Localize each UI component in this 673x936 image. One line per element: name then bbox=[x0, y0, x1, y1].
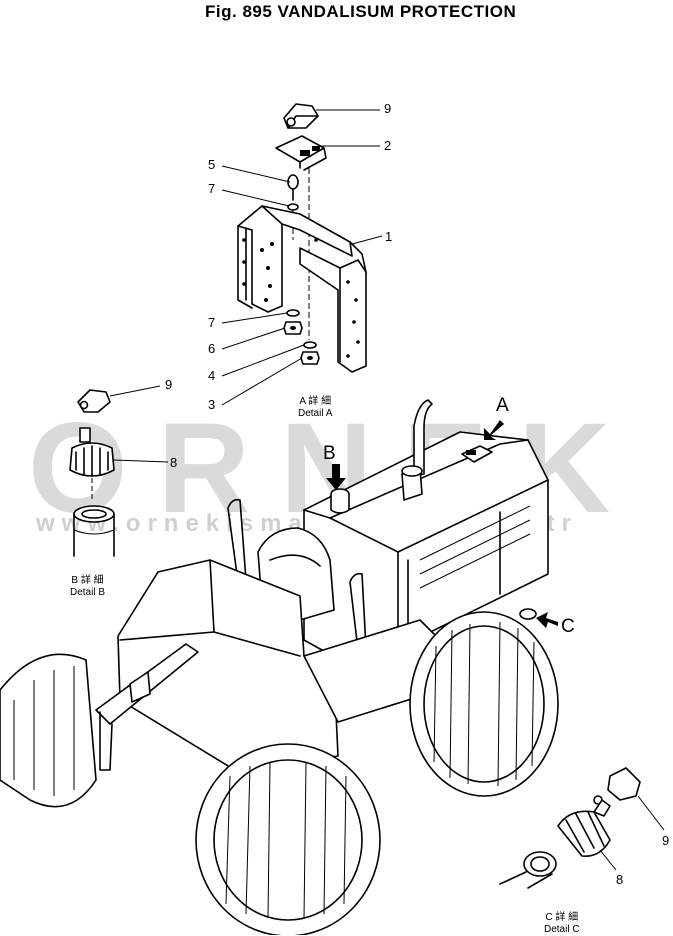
detail-a-caption-en: Detail A bbox=[298, 408, 333, 419]
detail-b-caption: B 詳 細 Detail B bbox=[70, 575, 105, 599]
part-label-6: 6 bbox=[208, 341, 216, 356]
detail-a-caption-jp: A 詳 細 bbox=[299, 396, 332, 407]
arrow-b bbox=[326, 464, 346, 490]
part-label-3: 3 bbox=[208, 397, 216, 412]
part-label-8-left: 8 bbox=[170, 455, 178, 470]
part-label-4: 4 bbox=[208, 368, 216, 383]
detail-c-filler-neck bbox=[499, 851, 557, 889]
part-label-9-top: 9 bbox=[384, 101, 392, 116]
callout-a: A bbox=[496, 395, 509, 416]
detail-b-cap-9 bbox=[77, 385, 161, 413]
detail-c-caption-jp: C 詳 細 bbox=[545, 912, 579, 923]
part-7-washer-bottom bbox=[286, 309, 300, 317]
part-label-8-right: 8 bbox=[616, 872, 624, 887]
part-label-1: 1 bbox=[385, 229, 393, 244]
part-6-nut bbox=[283, 321, 303, 335]
part-4-washer bbox=[303, 341, 317, 349]
part-label-9-left: 9 bbox=[165, 377, 173, 392]
part-1-guard bbox=[237, 205, 367, 373]
arrow-a bbox=[484, 420, 504, 440]
detail-b-caption-jp: B 詳 細 bbox=[71, 575, 104, 586]
part-5-bolt bbox=[287, 174, 299, 201]
part-label-2: 2 bbox=[384, 138, 392, 153]
part-9-cap-top bbox=[283, 103, 319, 129]
part-2-bracket bbox=[275, 135, 327, 171]
detail-c-caption-en: Detail C bbox=[544, 924, 580, 935]
part-label-9-right: 9 bbox=[662, 833, 670, 848]
callout-b: B bbox=[323, 443, 336, 464]
detail-c-filler-cap-8 bbox=[557, 799, 617, 871]
arrow-c bbox=[536, 612, 558, 628]
figure-title: Fig. 895 VANDALISUM PROTECTION bbox=[205, 2, 517, 21]
detail-c-cap-9 bbox=[593, 767, 665, 831]
part-label-7-top: 7 bbox=[208, 181, 216, 196]
part-3-nut bbox=[300, 351, 320, 365]
detail-a-caption: A 詳 細 Detail A bbox=[298, 396, 332, 420]
detail-b-caption-en: Detail B bbox=[70, 587, 106, 598]
detail-b-filler-neck bbox=[73, 505, 115, 557]
part-7-washer-top bbox=[287, 203, 299, 211]
wheel-loader bbox=[0, 399, 559, 935]
callout-c: C bbox=[561, 616, 575, 637]
detail-c-caption: C 詳 細 Detail C bbox=[544, 912, 580, 936]
part-label-5: 5 bbox=[208, 157, 216, 172]
part-label-7-bottom: 7 bbox=[208, 315, 216, 330]
detail-b-filler-cap-8 bbox=[69, 427, 169, 500]
